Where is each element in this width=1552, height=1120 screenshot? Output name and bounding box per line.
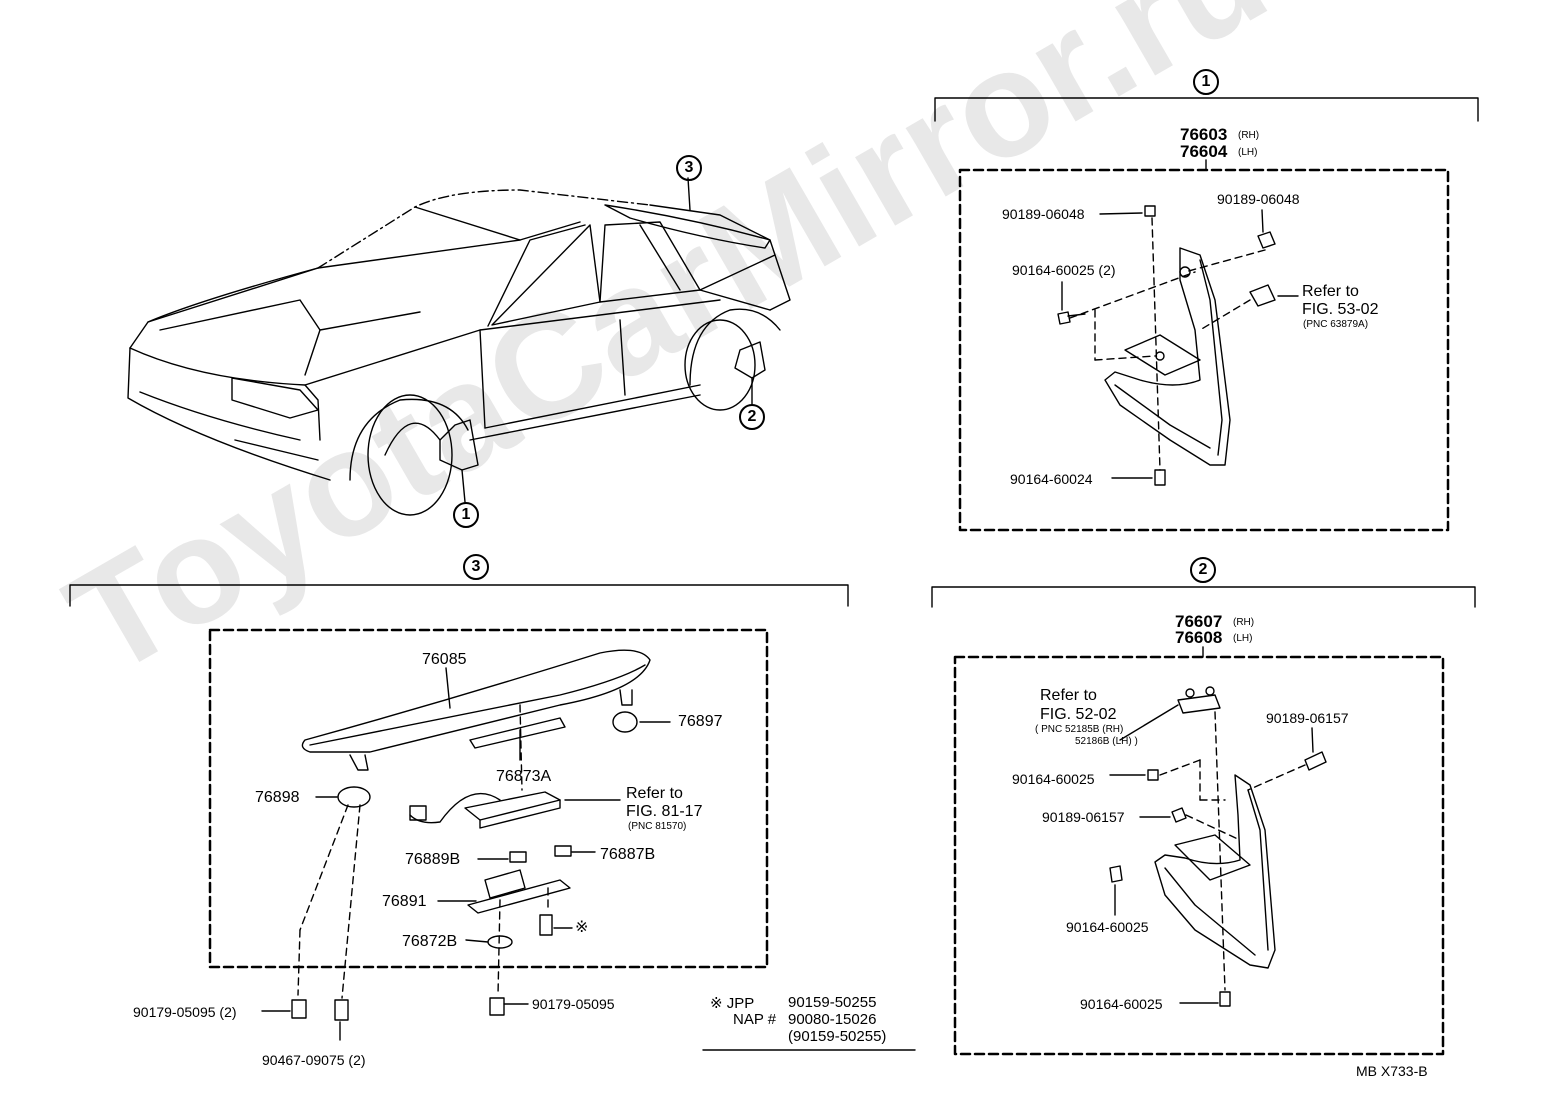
part-76608-side: (LH) — [1233, 633, 1253, 644]
legend-nap-key: NAP # — [733, 1011, 777, 1028]
cap-76897-label: 76897 — [678, 713, 723, 730]
callout-2-panel: 2 — [1190, 557, 1216, 583]
pad-76889B-label: 76889B — [405, 851, 461, 868]
part-76607-side: (RH) — [1233, 617, 1255, 628]
callout-3-panel: 3 — [463, 554, 489, 580]
bolt-90189-06157-left: 90189-06157 — [1042, 809, 1125, 825]
ref-fig-81-17-pnc: (PNC 81570) — [628, 821, 687, 832]
callout-2-car: 2 — [739, 404, 765, 430]
ref-fig-53-02-pnc: (PNC 63879A) — [1303, 319, 1369, 330]
part-76608-label: 76608 — [1175, 628, 1223, 647]
ref-fig-52-02-pnc-rh: ( PNC 52185B (RH) — [1035, 724, 1124, 735]
screw-90164-60025: 90164-60025 (2) — [1012, 262, 1116, 278]
screw-90164-60025-bottom: 90164-60025 — [1080, 996, 1163, 1012]
panel-1-front-mudguard — [934, 97, 1479, 532]
screw-90164-60024: 90164-60024 — [1010, 471, 1093, 487]
ref-fig-52-02-pnc-lh: 52186B (LH) ) — [1075, 736, 1138, 747]
ref-fig-53-02-line2: FIG. 53-02 — [1302, 301, 1379, 318]
panel-3-rear-spoiler — [69, 584, 849, 1041]
part-76603-label: 76603 — [1180, 125, 1228, 144]
gasket-76872B-label: 76872B — [402, 933, 458, 950]
car-overview-illustration — [127, 177, 791, 516]
asterisk-marker: ※ — [575, 919, 589, 936]
legend-nap-value: 90080-15026 — [788, 1011, 877, 1028]
legend-jpp-key: ※ JPP — [710, 995, 755, 1012]
clip-90467-09075: 90467-09075 (2) — [262, 1052, 366, 1068]
panel-2-rear-mudguard — [931, 586, 1476, 1056]
ref-fig-52-02-line1: Refer to — [1040, 687, 1097, 704]
figure-code: MB X733-B — [1356, 1063, 1428, 1079]
ref-fig-53-02-line1: Refer to — [1302, 283, 1359, 300]
part-76603-side: (RH) — [1238, 130, 1260, 141]
part-76604-label: 76604 — [1180, 142, 1228, 161]
legend-jpp-value: 90159-50255 — [788, 994, 877, 1011]
spoiler-76085-label: 76085 — [422, 651, 467, 668]
part-76604-side: (LH) — [1238, 147, 1258, 158]
bracket-76891-label: 76891 — [382, 893, 427, 910]
lens-76873A-label: 76873A — [496, 768, 552, 785]
bolt-90189-06048-left: 90189-06048 — [1002, 206, 1085, 222]
callout-3-car: 3 — [676, 155, 702, 181]
part-76607-label: 76607 — [1175, 612, 1223, 631]
cap-76898-label: 76898 — [255, 789, 300, 806]
legend-nap-alt-value: (90159-50255) — [788, 1028, 887, 1045]
bolt-90189-06157-right: 90189-06157 — [1266, 710, 1349, 726]
screw-90164-60025-mid: 90164-60025 — [1066, 919, 1149, 935]
nut-90179-05095-left: 90179-05095 (2) — [133, 1004, 237, 1020]
nut-90179-05095-right: 90179-05095 — [532, 996, 615, 1012]
screw-90164-60025-top: 90164-60025 — [1012, 771, 1095, 787]
ref-fig-52-02-line2: FIG. 52-02 — [1040, 706, 1117, 723]
pad-76887B-label: 76887B — [600, 846, 656, 863]
ref-fig-81-17-line1: Refer to — [626, 785, 683, 802]
callout-1-panel: 1 — [1193, 69, 1219, 95]
ref-fig-81-17-line2: FIG. 81-17 — [626, 803, 703, 820]
callout-1-car: 1 — [453, 502, 479, 528]
bolt-90189-06048-right: 90189-06048 — [1217, 191, 1300, 207]
